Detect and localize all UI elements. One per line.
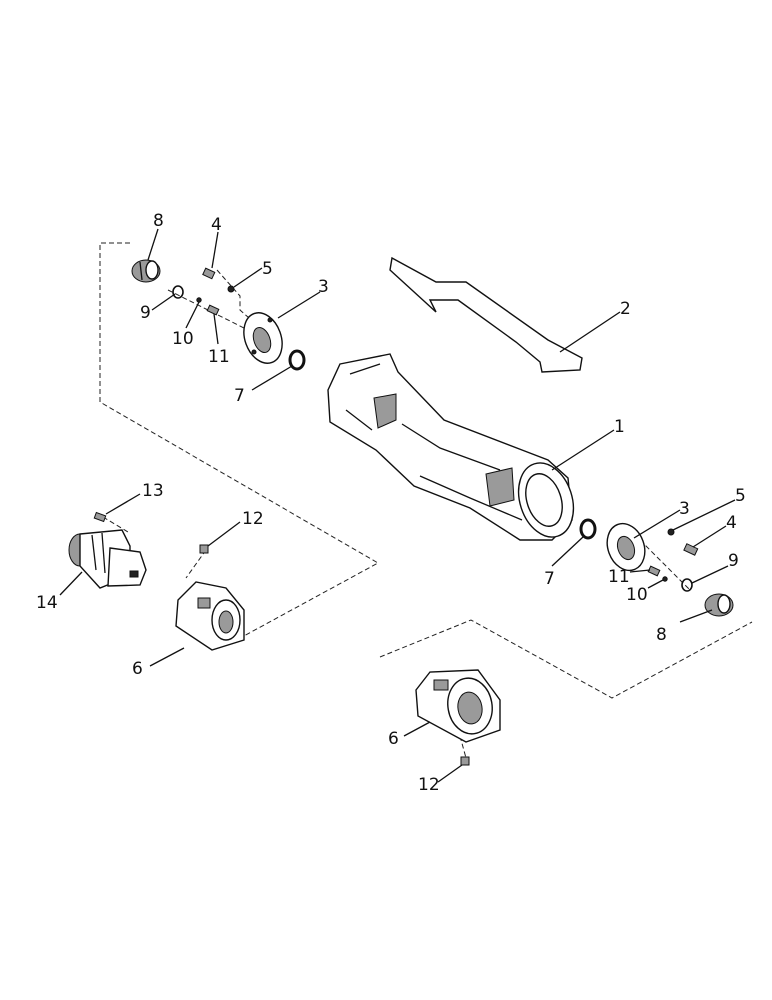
callout-11-lower: 11 (608, 567, 630, 587)
adapter-housing-part-6-left (175, 581, 245, 651)
callout-5-lower: 5 (735, 486, 746, 506)
callout-5-upper: 5 (262, 259, 273, 279)
small-fasteners (196, 267, 699, 582)
callout-12-lower: 12 (418, 775, 440, 795)
bolt-parts-12-13 (93, 511, 470, 766)
o-ring-part-7-lower (579, 518, 597, 540)
callout-9-upper: 9 (140, 303, 151, 323)
motor-part-14 (68, 529, 147, 589)
callout-12-left: 12 (242, 509, 264, 529)
callout-9-lower: 9 (728, 551, 739, 571)
washer-part-9-lower (681, 578, 693, 592)
main-housing-part-1 (327, 353, 575, 541)
callout-7-lower: 7 (544, 569, 555, 589)
callout-4-upper: 4 (211, 215, 222, 235)
callout-10-lower: 10 (626, 585, 648, 605)
callout-8-lower: 8 (656, 625, 667, 645)
roller-part-8-lower (704, 593, 734, 617)
callout-7-upper: 7 (234, 386, 245, 406)
adapter-housing-part-6-right (415, 669, 501, 743)
callout-4-lower: 4 (726, 513, 737, 533)
callout-14: 14 (36, 593, 58, 613)
callout-13: 13 (142, 481, 164, 501)
leader-lines (59, 228, 736, 783)
callout-3-lower: 3 (679, 499, 690, 519)
callout-3-upper: 3 (318, 277, 329, 297)
callout-11-upper: 11 (208, 347, 230, 367)
bearing-flange-part-3-upper (243, 312, 283, 364)
callout-6-right: 6 (388, 729, 399, 749)
callout-2: 2 (620, 299, 631, 319)
plate-part-2 (389, 256, 583, 373)
o-ring-part-7-upper (288, 349, 306, 371)
callout-1: 1 (614, 417, 625, 437)
callout-10-upper: 10 (172, 329, 194, 349)
callout-8-upper: 8 (153, 211, 164, 231)
bearing-flange-part-3-lower (606, 522, 646, 572)
callout-6-left: 6 (132, 659, 143, 679)
callout-labels: 8 4 5 3 9 10 11 7 2 1 3 5 4 7 11 9 10 8 … (36, 211, 746, 795)
roller-part-8-upper (131, 259, 161, 283)
washer-part-9-upper (172, 285, 184, 299)
